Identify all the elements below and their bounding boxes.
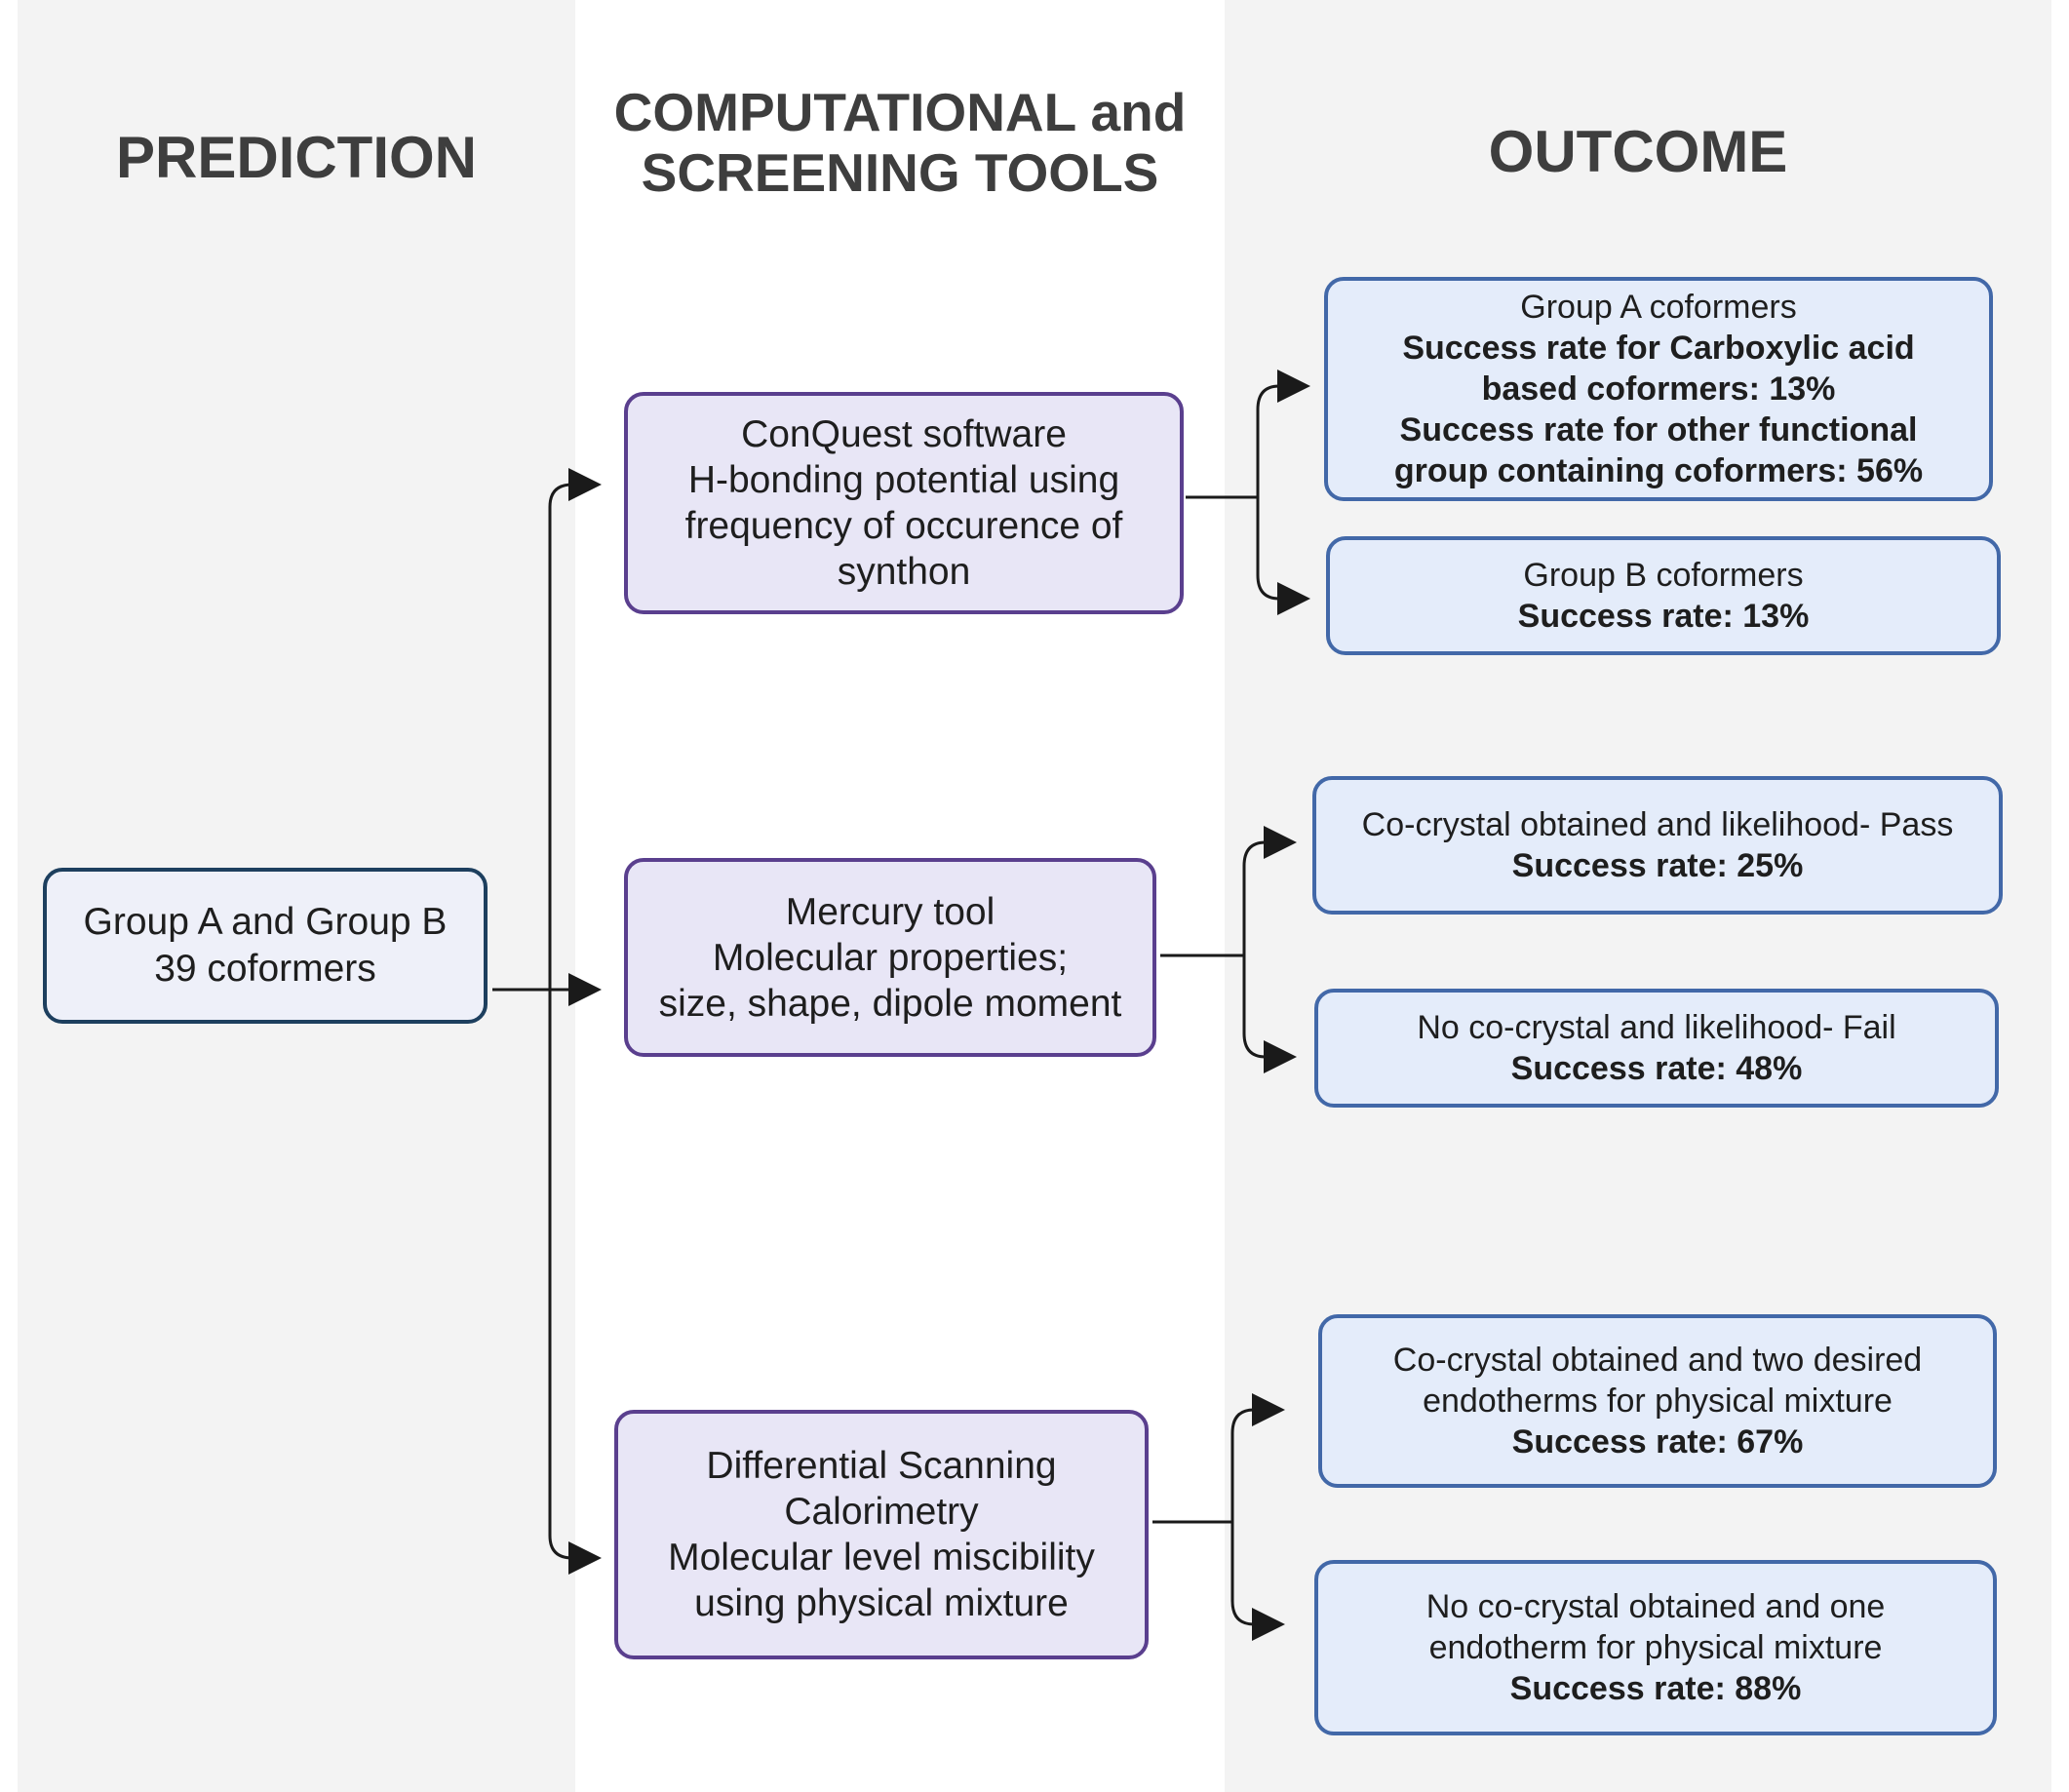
arrowhead-tool-1: [568, 468, 602, 501]
tool-line: Molecular level miscibility: [668, 1537, 1095, 1578]
tool-line: H-bonding potential using: [687, 459, 1120, 501]
arrowhead-outcome-3a: [1252, 1393, 1285, 1426]
outcome-box-likelihood-pass: Co-crystal obtained and likelihood- Pass…: [1312, 776, 2003, 915]
arrowhead-outcome-2a: [1264, 826, 1297, 859]
tool-line: using physical mixture: [694, 1582, 1069, 1624]
outcome-rate: group containing coformers: 56%: [1393, 452, 1924, 489]
tool-line: frequency of occurence of: [684, 505, 1123, 547]
outcome-box-likelihood-fail: No co-crystal and likelihood- Fail Succe…: [1314, 989, 1999, 1108]
tool-box-dsc: Differential Scanning Calorimetry Molecu…: [614, 1410, 1149, 1659]
outcome-box-group-a: Group A coformers Success rate for Carbo…: [1324, 277, 1993, 501]
outcome-rate: Success rate for Carboxylic acid: [1402, 330, 1915, 367]
outcome-box-one-endotherm: No co-crystal obtained and one endotherm…: [1314, 1560, 1997, 1735]
tool-line: size, shape, dipole moment: [658, 982, 1122, 1025]
start-line2: 39 coformers: [154, 948, 376, 990]
arrowhead-tool-3: [568, 1541, 602, 1575]
outcome-label: No co-crystal obtained and one: [1425, 1588, 1886, 1625]
tool-line: Mercury tool: [785, 890, 995, 933]
outcome-label: Co-crystal obtained and two desired: [1392, 1342, 1923, 1379]
trunk-vertical: [548, 507, 583, 1560]
tool-box-mercury: Mercury tool Molecular properties; size,…: [624, 858, 1156, 1057]
prediction-header: PREDICTION: [115, 125, 478, 190]
arrowhead-outcome-3b: [1252, 1608, 1285, 1641]
outcome-rate: Success rate: 67%: [1511, 1423, 1804, 1461]
outcome-rate: Success rate for other functional: [1399, 411, 1918, 448]
outcome-label: No co-crystal and likelihood- Fail: [1417, 1009, 1896, 1046]
outcome-label: Group A coformers: [1520, 289, 1797, 326]
tools-header-line1: COMPUTATIONAL and: [613, 82, 1187, 142]
arrowhead-outcome-1a: [1277, 370, 1310, 403]
outcome-rate: Success rate: 13%: [1517, 598, 1810, 635]
outcome-rate: Success rate: 88%: [1509, 1670, 1802, 1707]
outcome-label: endotherms for physical mixture: [1423, 1383, 1893, 1420]
arrowhead-outcome-1b: [1277, 582, 1310, 615]
start-box: Group A and Group B 39 coformers: [43, 868, 488, 1024]
outcome-rate: based coformers: 13%: [1481, 370, 1836, 408]
tools-header: COMPUTATIONAL and SCREENING TOOLS: [575, 82, 1225, 203]
outcome-label: Group B coformers: [1523, 557, 1804, 594]
arrowhead-tool-2: [568, 973, 602, 1006]
arrowhead-outcome-2b: [1264, 1040, 1297, 1073]
outcome-rate: Success rate: 48%: [1510, 1050, 1803, 1087]
start-line1: Group A and Group B: [83, 901, 448, 943]
tools-header-line2: SCREENING TOOLS: [641, 142, 1159, 204]
outcome-rate: Success rate: 25%: [1511, 847, 1804, 884]
outcome-box-two-endotherms: Co-crystal obtained and two desired endo…: [1318, 1314, 1997, 1488]
tool-line: ConQuest software: [741, 413, 1067, 455]
tool-line: Calorimetry: [784, 1491, 979, 1533]
tool-line: synthon: [837, 551, 971, 593]
outcome-label: endotherm for physical mixture: [1428, 1629, 1883, 1666]
tool-line: Differential Scanning: [706, 1445, 1057, 1487]
outcome-header: OUTCOME: [1488, 119, 1788, 184]
tool-box-conquest: ConQuest software H-bonding potential us…: [624, 392, 1184, 614]
outcome-label: Co-crystal obtained and likelihood- Pass: [1361, 806, 1954, 843]
tool-line: Molecular properties;: [712, 936, 1069, 979]
outcome-box-group-b: Group B coformers Success rate: 13%: [1326, 536, 2001, 655]
